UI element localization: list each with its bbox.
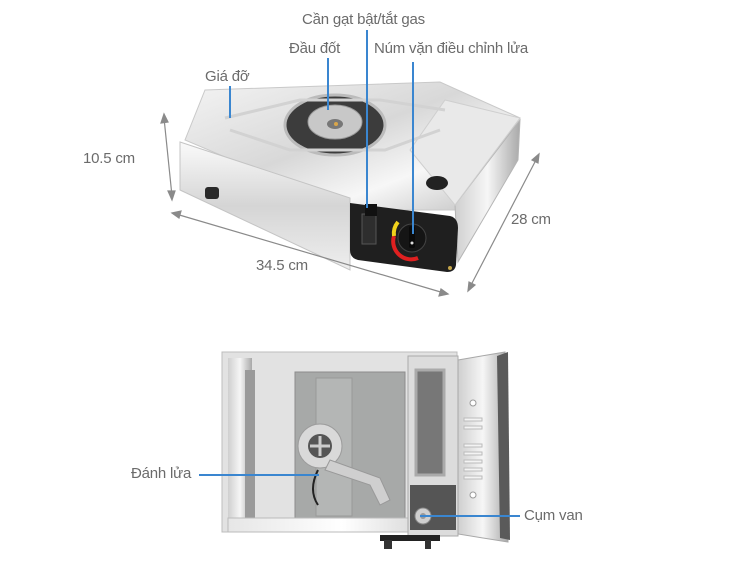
- pointer-knob: [412, 62, 414, 234]
- pointer-valve: [420, 515, 520, 517]
- dimension-arrows: [160, 112, 540, 297]
- label-burner: Đầu đốt: [289, 40, 341, 57]
- label-igniter: Đánh lửa: [131, 465, 192, 482]
- pointer-burner: [327, 58, 329, 110]
- dimension-height: 10.5 cm: [83, 150, 135, 167]
- label-support: Giá đỡ: [205, 68, 250, 85]
- label-knob: Núm vặn điều chỉnh lửa: [374, 40, 529, 57]
- pointer-lever: [366, 30, 368, 208]
- label-lever: Cần gạt bật/tắt gas: [302, 11, 425, 28]
- pointer-igniter: [199, 474, 319, 476]
- pointer-support: [229, 86, 231, 118]
- dimension-depth: 28 cm: [511, 211, 551, 228]
- dimension-width: 34.5 cm: [256, 257, 308, 274]
- label-valve: Cụm van: [524, 507, 583, 524]
